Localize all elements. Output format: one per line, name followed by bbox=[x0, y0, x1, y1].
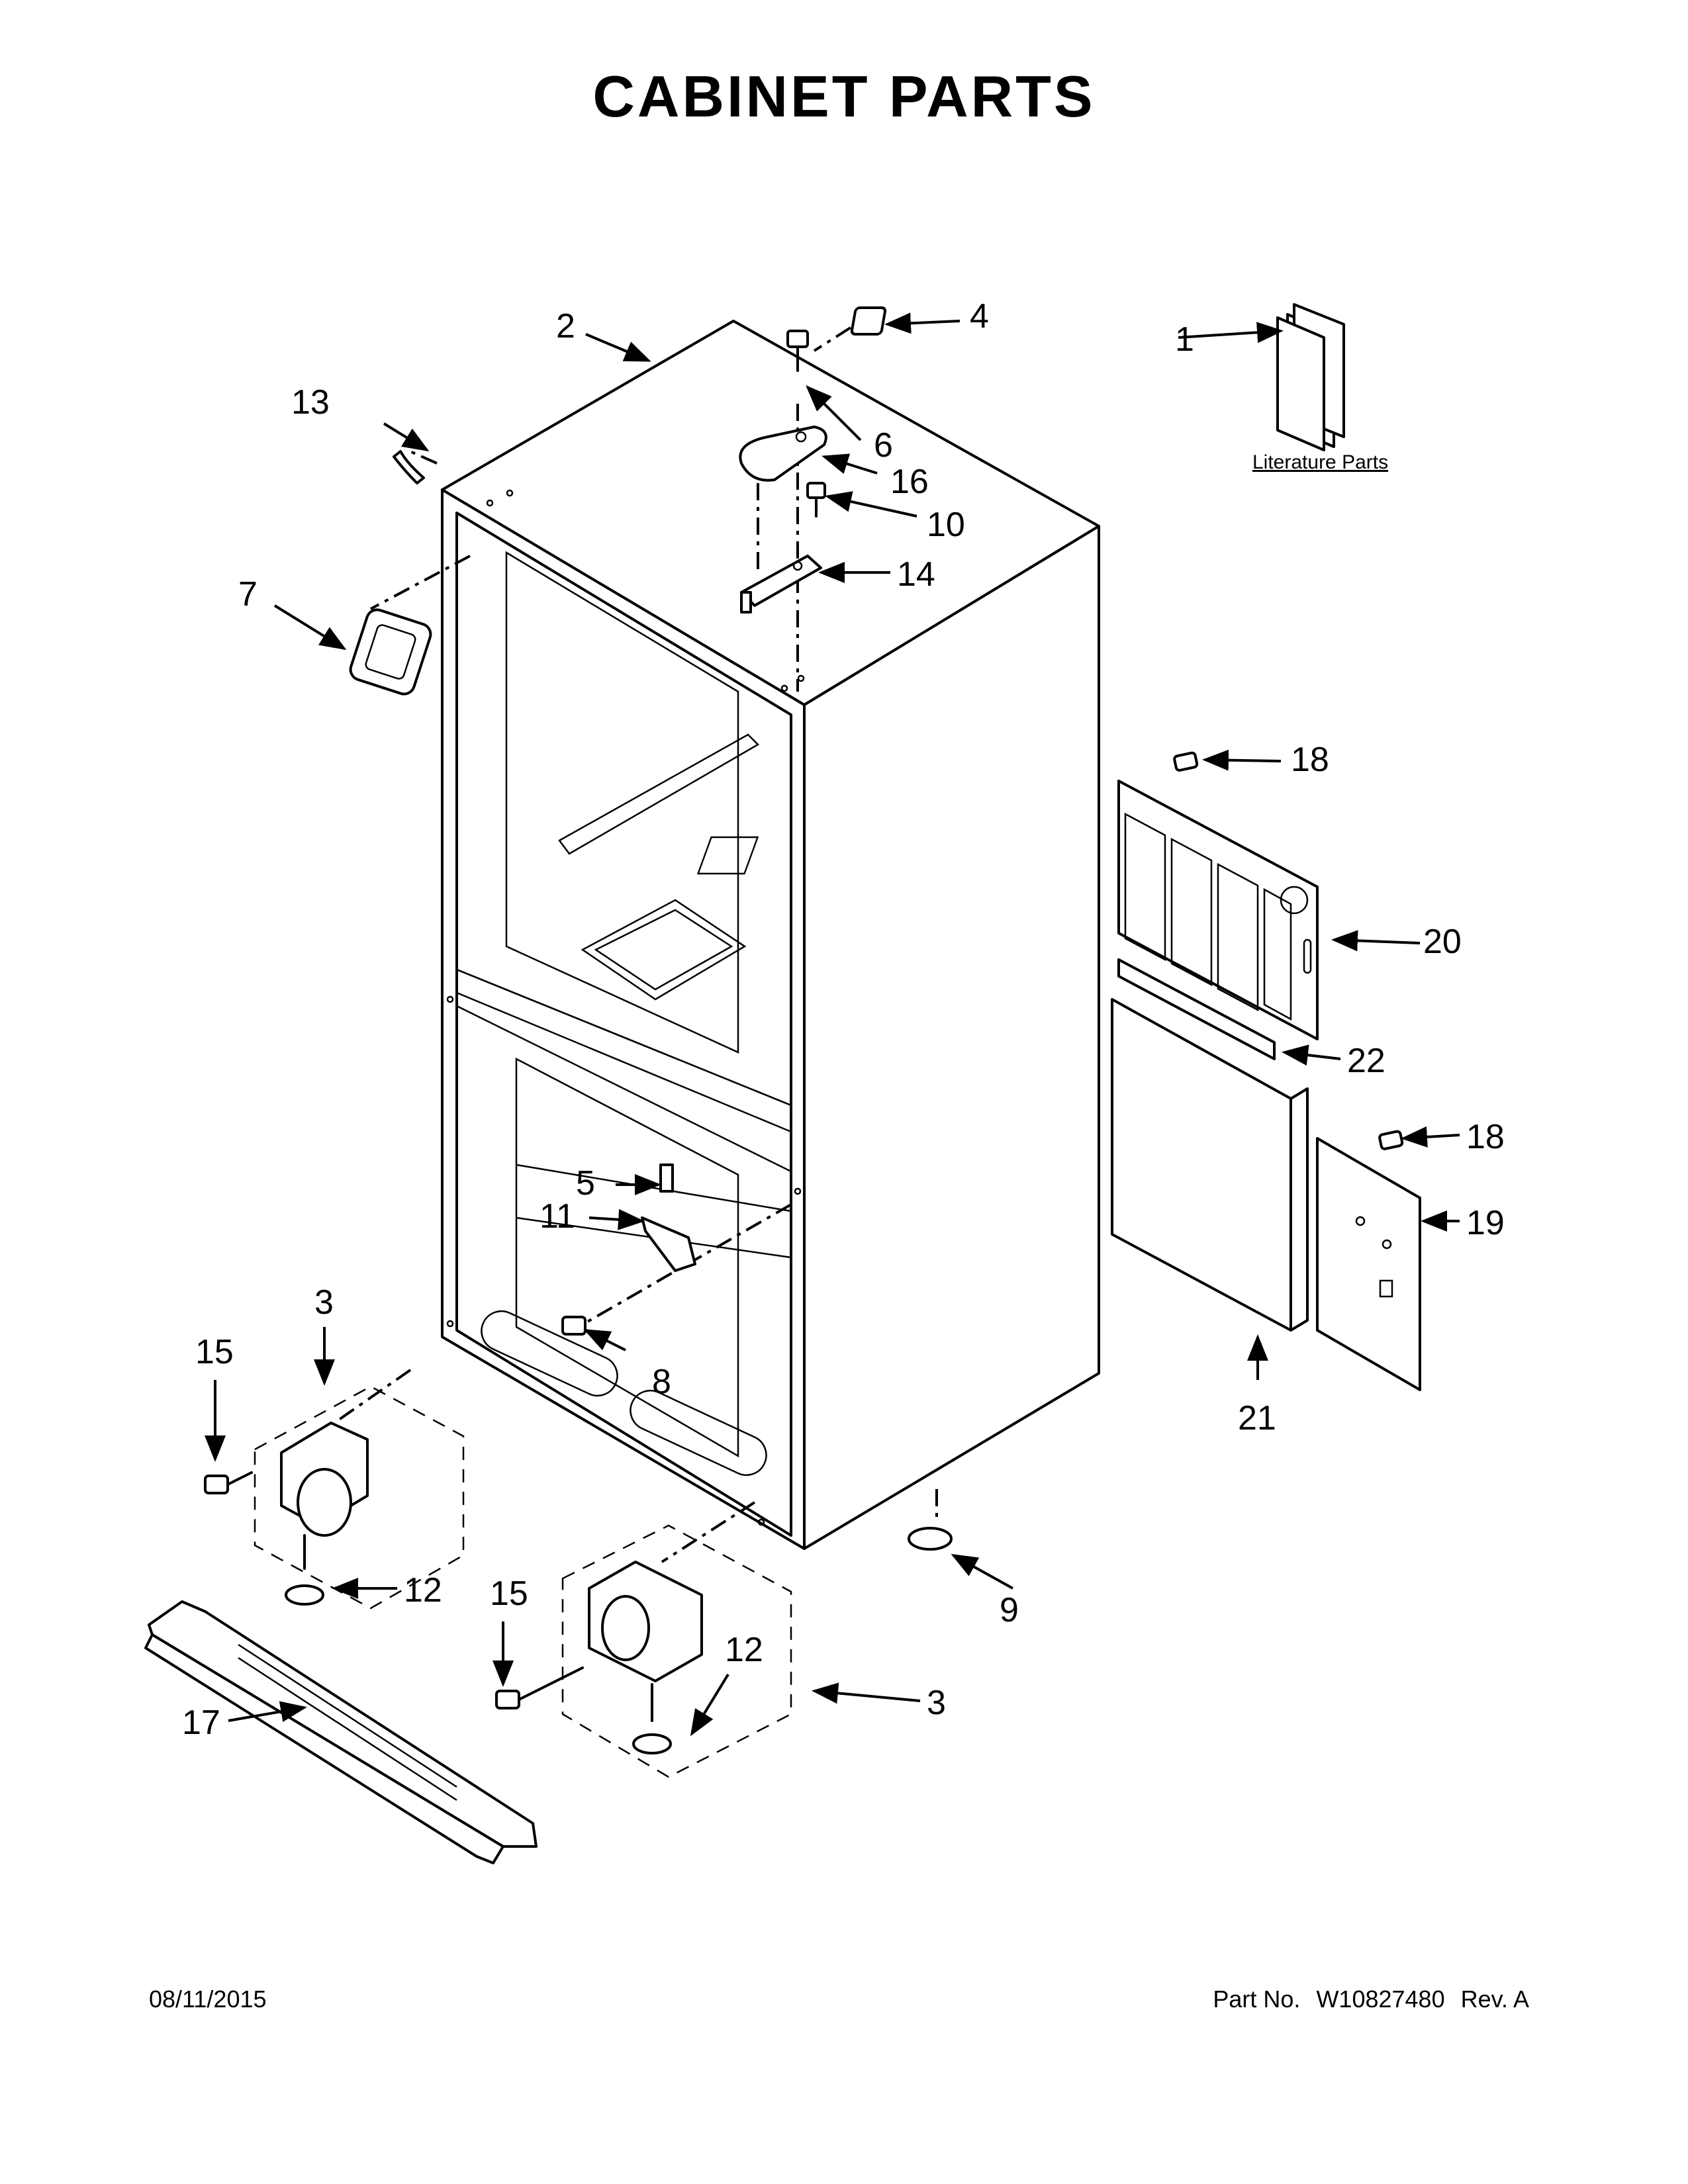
callout-5: 5 bbox=[576, 1164, 595, 1203]
page-title: CABINET PARTS bbox=[592, 64, 1096, 129]
callout-18-upper: 18 bbox=[1291, 741, 1329, 779]
part-3-roller-left bbox=[254, 1385, 465, 1610]
callout-4: 4 bbox=[970, 297, 989, 336]
literature-parts-label: Literature Parts bbox=[1252, 451, 1388, 473]
callout-labels: 1 2 4 13 6 16 10 14 7 18 20 22 18 19 21 … bbox=[182, 297, 1505, 1742]
part-8-screw bbox=[561, 1316, 586, 1336]
part-11-bracket bbox=[641, 1216, 696, 1272]
part-6-screw bbox=[786, 330, 809, 372]
part-10-screw bbox=[806, 482, 826, 518]
callout-arrows bbox=[205, 312, 1460, 1737]
cabinet-body bbox=[441, 320, 1100, 1550]
callout-22: 22 bbox=[1347, 1042, 1385, 1080]
part-9-pad bbox=[908, 1527, 953, 1551]
literature-parts: Literature Parts bbox=[1252, 303, 1388, 473]
callout-21: 21 bbox=[1238, 1399, 1276, 1437]
callout-9: 9 bbox=[1000, 1591, 1019, 1629]
callout-2: 2 bbox=[556, 307, 575, 345]
part-3-roller-right bbox=[561, 1524, 792, 1778]
callout-6: 6 bbox=[874, 426, 893, 465]
part-number-label: Part No. bbox=[1213, 1985, 1301, 2013]
callout-17: 17 bbox=[182, 1704, 220, 1742]
dash-leaders bbox=[333, 326, 938, 1563]
callout-3-left: 3 bbox=[314, 1283, 334, 1322]
part-21-panel bbox=[1111, 998, 1309, 1332]
callout-3-right: 3 bbox=[927, 1684, 946, 1722]
part-17-base-grille bbox=[144, 1600, 538, 1864]
part-5-bolt bbox=[659, 1163, 674, 1193]
callout-14: 14 bbox=[897, 555, 935, 594]
callout-18-lower: 18 bbox=[1466, 1118, 1505, 1156]
footer-part-info: Part No. W10827480 Rev. A bbox=[1203, 1985, 1529, 2013]
callout-8: 8 bbox=[652, 1363, 671, 1401]
part-15-screw-left bbox=[204, 1475, 229, 1494]
part-7-cover bbox=[349, 608, 432, 696]
callout-12-right: 12 bbox=[725, 1631, 763, 1669]
part-13-clip bbox=[393, 450, 425, 484]
part-18-screw-upper bbox=[1173, 751, 1199, 772]
part-15-screw-right bbox=[495, 1690, 520, 1709]
revision: Rev. A bbox=[1460, 1985, 1529, 2013]
callout-19: 19 bbox=[1466, 1204, 1505, 1242]
part-20-grille-panel bbox=[1117, 780, 1319, 1040]
part-19-plate bbox=[1316, 1137, 1421, 1391]
callout-20: 20 bbox=[1423, 923, 1462, 961]
part-4-label bbox=[850, 306, 887, 336]
callout-12-left: 12 bbox=[404, 1571, 442, 1610]
callout-16: 16 bbox=[890, 463, 929, 501]
callout-15-right: 15 bbox=[490, 1574, 528, 1613]
part-16-hinge-cover bbox=[739, 426, 827, 482]
callout-1: 1 bbox=[1175, 320, 1194, 359]
part-22-strip bbox=[1117, 958, 1276, 1060]
footer-date: 08/11/2015 bbox=[149, 1985, 267, 2013]
callout-15-left: 15 bbox=[195, 1333, 234, 1371]
callout-11: 11 bbox=[539, 1197, 575, 1236]
callout-10: 10 bbox=[927, 506, 965, 544]
part-number: W10827480 bbox=[1316, 1985, 1445, 2013]
callout-13: 13 bbox=[291, 383, 330, 422]
callout-7: 7 bbox=[238, 575, 258, 614]
part-18-screw-lower bbox=[1378, 1130, 1404, 1150]
